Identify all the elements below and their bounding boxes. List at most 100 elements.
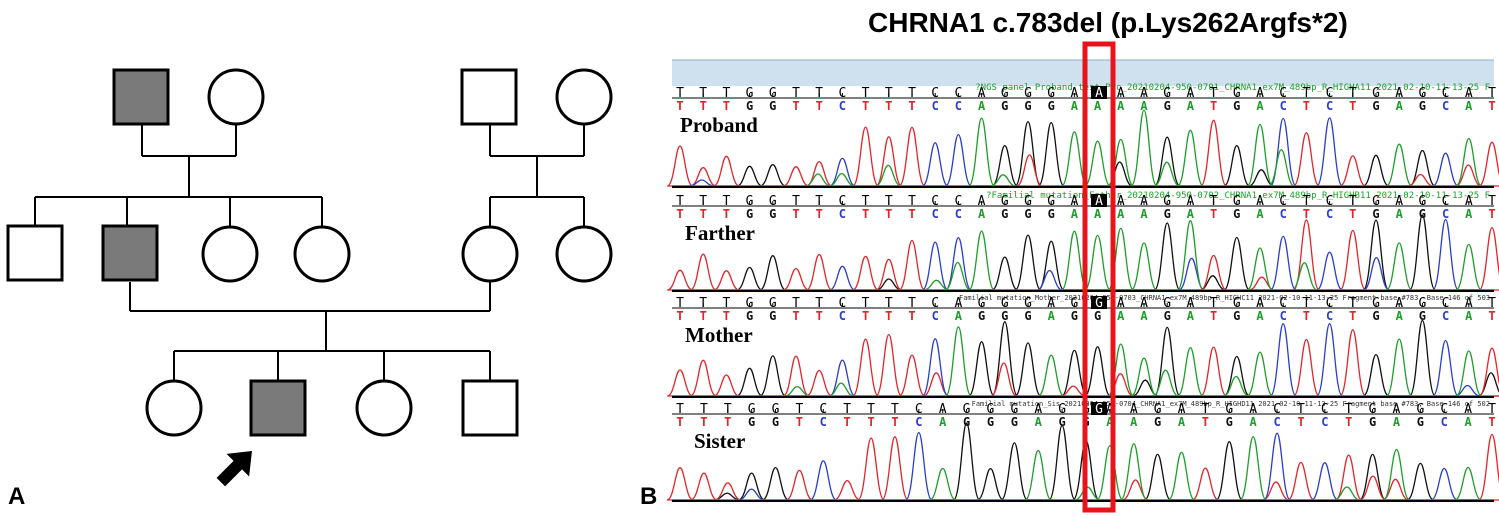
ref-base: G — [1010, 402, 1018, 417]
base-call: G — [1094, 309, 1101, 323]
ref-base: T — [891, 402, 899, 417]
base-call: T — [723, 99, 730, 113]
ref-base: T — [1349, 86, 1357, 101]
ref-base: G — [769, 86, 777, 101]
ref-base: G — [1369, 402, 1377, 417]
base-call: G — [769, 309, 776, 323]
ref-base: C — [1321, 402, 1329, 417]
base-call: G — [1001, 99, 1008, 113]
ref-base: C — [931, 86, 939, 101]
ref-base: T — [1349, 296, 1357, 311]
ref-base: T — [792, 86, 800, 101]
ref-base: G — [769, 296, 777, 311]
ref-base: T — [1210, 194, 1218, 209]
pedigree-male — [6, 224, 64, 282]
ref-base: A — [1395, 194, 1403, 209]
base-call: G — [1369, 415, 1376, 429]
base-call: T — [1488, 99, 1495, 113]
highlighted-base: G — [1095, 402, 1103, 417]
pedigree-female — [355, 379, 413, 437]
ref-base: T — [1488, 194, 1496, 209]
base-call: G — [1048, 207, 1055, 221]
base-call: C — [839, 207, 846, 221]
base-call: G — [748, 415, 755, 429]
ref-base: G — [1233, 86, 1241, 101]
trace-A — [672, 109, 1494, 187]
base-call: G — [1233, 309, 1240, 323]
ref-base: G — [1418, 296, 1426, 311]
ref-base: C — [931, 194, 939, 209]
base-call: A — [1035, 415, 1043, 429]
base-call: G — [1419, 99, 1426, 113]
ref-base: G — [1047, 86, 1055, 101]
ref-base: A — [1256, 194, 1264, 209]
base-call: G — [1164, 207, 1171, 221]
ref-base: T — [676, 402, 684, 417]
base-call: G — [1419, 207, 1426, 221]
ref-base: A — [1070, 86, 1078, 101]
base-call: G — [1001, 309, 1008, 323]
base-call: G — [1233, 99, 1240, 113]
ref-base: C — [931, 296, 939, 311]
base-call: C — [1326, 207, 1333, 221]
base-call: A — [1117, 207, 1125, 221]
base-call: C — [839, 99, 846, 113]
base-call: A — [1094, 99, 1102, 113]
base-call: A — [1396, 207, 1404, 221]
panel-a-label: A — [8, 483, 25, 510]
ref-base: G — [772, 402, 780, 417]
base-call: T — [700, 415, 707, 429]
pedigree-male — [460, 68, 518, 126]
ref-base: T — [1349, 194, 1357, 209]
base-call: C — [955, 99, 962, 113]
base-call: G — [746, 207, 753, 221]
ref-base: A — [1256, 86, 1264, 101]
base-call: G — [769, 99, 776, 113]
base-call: C — [820, 415, 827, 429]
trace-T — [666, 433, 1499, 501]
base-call: A — [1250, 415, 1258, 429]
ref-base: G — [1163, 296, 1171, 311]
track-header: ?Familial mutation_Father_20210204-950-0… — [986, 191, 1490, 201]
base-call: T — [700, 207, 707, 221]
ref-base: A — [1047, 296, 1055, 311]
track-header: ?NGS panel Proband test_Pro_20210204-950… — [975, 83, 1490, 93]
highlighted-base: A — [1095, 194, 1103, 209]
base-call: T — [1349, 99, 1356, 113]
base-call: A — [1140, 99, 1148, 113]
ref-base: G — [1024, 194, 1032, 209]
base-call: A — [1071, 207, 1079, 221]
base-call: A — [939, 415, 947, 429]
ref-base: T — [722, 194, 730, 209]
base-call: T — [908, 309, 915, 323]
base-call: G — [1024, 99, 1031, 113]
highlighted-base: G — [1095, 296, 1103, 311]
base-call: T — [796, 415, 803, 429]
ref-base: A — [1117, 296, 1125, 311]
ref-base: T — [867, 402, 875, 417]
pedigree-chart: A — [6, 68, 613, 510]
base-call: T — [1349, 207, 1356, 221]
base-call: C — [1326, 99, 1333, 113]
base-call: G — [1372, 309, 1379, 323]
ref-base: T — [699, 86, 707, 101]
base-call: T — [816, 99, 823, 113]
ref-base: G — [1225, 402, 1233, 417]
base-call: T — [1488, 415, 1495, 429]
base-call: T — [908, 99, 915, 113]
base-call: T — [885, 99, 892, 113]
base-call: A — [1465, 99, 1473, 113]
ref-base: T — [1201, 402, 1209, 417]
ref-base: T — [1302, 194, 1310, 209]
base-call: A — [1106, 415, 1114, 429]
ref-base: G — [1058, 402, 1066, 417]
base-call: G — [1154, 415, 1161, 429]
base-call: A — [1178, 415, 1186, 429]
panel-b-label: B — [640, 483, 657, 510]
base-call: T — [816, 207, 823, 221]
base-call: A — [1256, 207, 1264, 221]
base-call: A — [1187, 207, 1195, 221]
base-call: T — [885, 207, 892, 221]
base-call: G — [1071, 309, 1078, 323]
base-call: C — [1273, 415, 1280, 429]
